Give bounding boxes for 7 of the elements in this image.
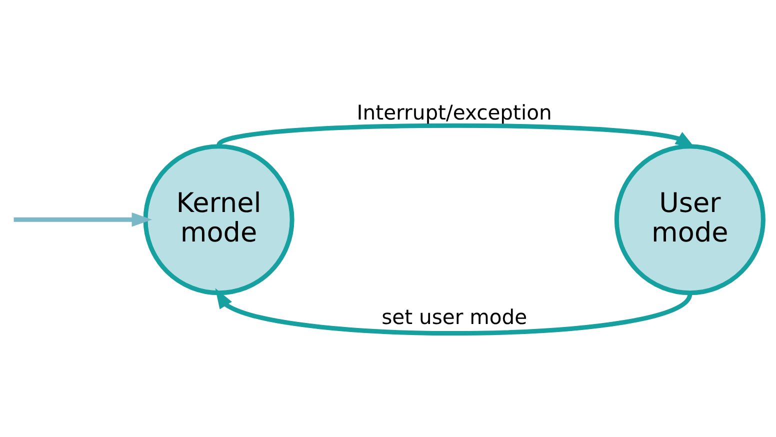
arrow <box>215 288 692 336</box>
edge-label: set user mode <box>382 304 528 329</box>
node-circle: Kernel mode <box>143 144 294 296</box>
arrow <box>14 212 152 227</box>
edge-label: Interrupt/exception <box>356 100 552 125</box>
arrow <box>217 123 696 149</box>
node-circle: User mode <box>614 144 766 296</box>
